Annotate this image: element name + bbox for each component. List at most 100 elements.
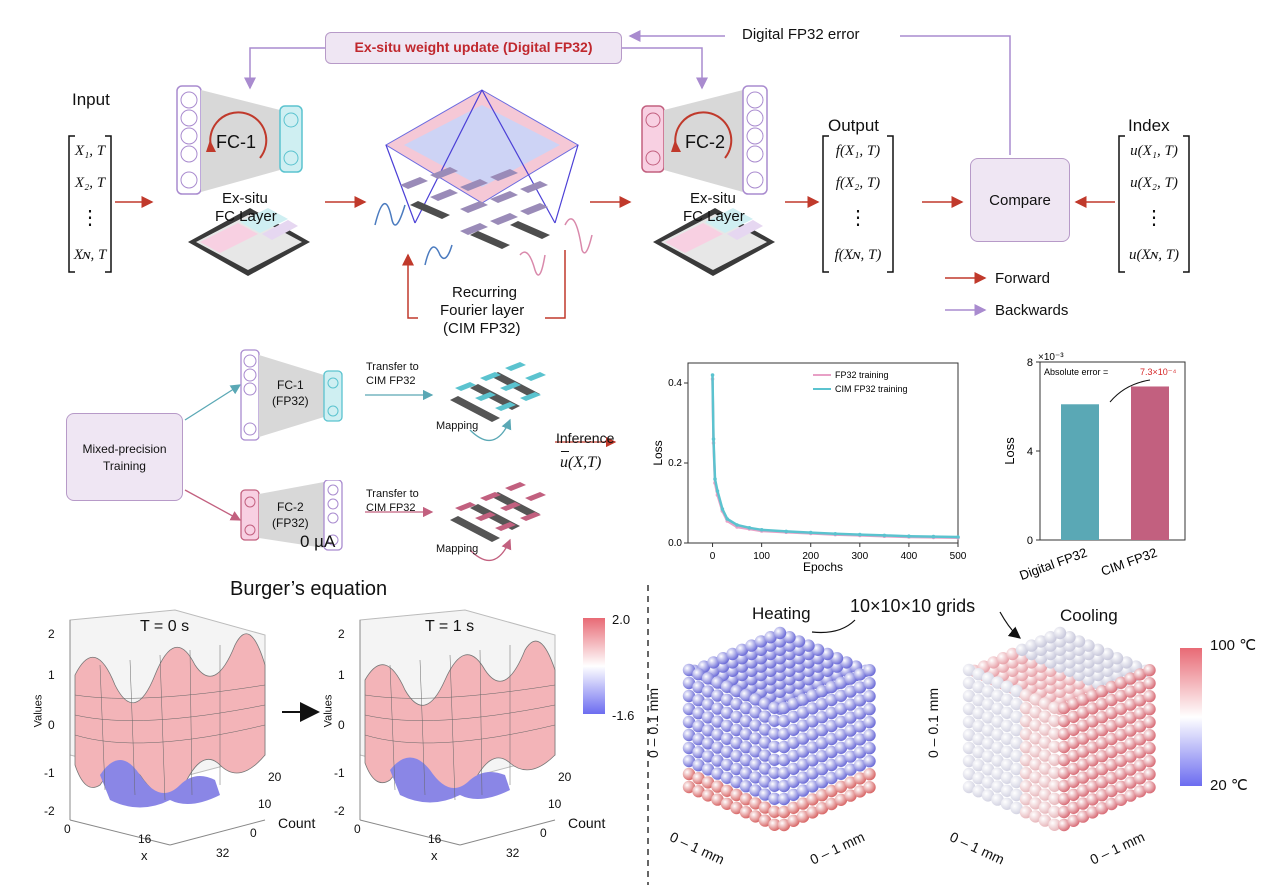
grid-sphere [730, 788, 743, 802]
grid-sphere [806, 741, 819, 754]
series-point [882, 533, 887, 538]
grid-sphere [1105, 706, 1118, 720]
grid-sphere [711, 676, 724, 689]
mixed-line2: Training [103, 459, 146, 473]
cool-z-label: 0 – 0.1 mm [925, 687, 942, 759]
fc2-fp32-block [240, 480, 343, 551]
grid-sphere [962, 663, 976, 677]
grid-sphere [1114, 767, 1128, 780]
grid-sphere [1000, 758, 1014, 771]
grid-sphere [806, 806, 819, 819]
grid-sphere [834, 780, 848, 793]
heat-z-label: 0 – 0.1 mm [645, 687, 662, 759]
cooling-cube [962, 626, 1156, 832]
index-entry: ⋮ [1144, 207, 1164, 229]
grid-sphere [1029, 810, 1042, 823]
grid-sphere [730, 684, 743, 698]
grid-sphere [1143, 781, 1156, 794]
grid-sphere [1019, 728, 1033, 741]
grid-sphere [1067, 723, 1080, 736]
grid-sphere [863, 664, 876, 677]
grid-sphere [720, 758, 734, 771]
grid-sphere [768, 805, 781, 818]
grid-sphere [701, 685, 715, 698]
grid-sphere [962, 715, 976, 729]
grid-sphere [806, 767, 819, 780]
grid-sphere [1048, 766, 1061, 779]
grid-sphere [1010, 762, 1023, 776]
grid-sphere [1000, 797, 1014, 810]
grid-sphere [844, 698, 857, 711]
grid-sphere [853, 759, 867, 772]
grid-sphere [1124, 711, 1137, 724]
grid-sphere [1133, 720, 1147, 733]
grid-sphere [972, 681, 985, 694]
grid-sphere [853, 733, 867, 746]
grid-sphere [834, 793, 848, 806]
grid-sphere [1057, 740, 1071, 754]
grid-sphere [720, 719, 734, 732]
grid-sphere [972, 772, 985, 785]
grid-sphere [758, 801, 772, 814]
grid-sphere [1143, 768, 1156, 781]
grid-sphere [853, 694, 867, 707]
ztick: -1 [44, 766, 55, 780]
grid-sphere [1000, 706, 1014, 719]
grid-sphere [863, 703, 876, 716]
grid-sphere [1105, 732, 1118, 746]
grid-sphere [773, 626, 787, 640]
grid-sphere [863, 768, 876, 781]
index-entry: u(X₁, T) [1130, 143, 1178, 159]
ztick: 1 [48, 668, 55, 682]
grid-sphere [981, 750, 995, 763]
ytick: 0 [250, 826, 257, 840]
grid-sphere [1143, 742, 1156, 755]
grid-sphere [716, 652, 730, 665]
grid-sphere [825, 693, 838, 707]
grid-sphere [1038, 814, 1052, 827]
y-tick-label: 0.2 [668, 458, 682, 469]
grid-sphere [701, 737, 715, 750]
grid-sphere [730, 801, 743, 815]
grid-sphere [758, 697, 772, 710]
grid-sphere [1124, 750, 1137, 763]
grid-sphere [1000, 771, 1014, 784]
compare-label: Compare [989, 192, 1051, 209]
ylabel: Count [278, 815, 316, 831]
grid-sphere [720, 784, 734, 797]
fc2-exsitu-line1: Ex-situ [690, 190, 736, 207]
grid-sphere [1143, 690, 1156, 703]
grid-sphere [853, 668, 867, 681]
index-entry: u(Xɴ, T) [1128, 247, 1180, 263]
grid-sphere [1082, 639, 1095, 652]
grid-sphere [1133, 668, 1147, 681]
grid-sphere [735, 643, 749, 656]
grid-sphere [707, 656, 720, 669]
grid-sphere [1057, 727, 1071, 741]
grid-sphere [711, 767, 724, 780]
weight-update-label: Ex-situ weight update (Digital FP32) [354, 39, 593, 55]
grid-sphere [692, 733, 705, 746]
grid-sphere [1000, 719, 1014, 732]
grid-sphere [1019, 780, 1033, 793]
cim-array-cyan [450, 362, 546, 422]
grid-sphere [853, 681, 867, 694]
grid-sphere [1048, 805, 1061, 818]
grid-sphere [749, 758, 762, 771]
grid-sphere [701, 711, 715, 724]
series-point [735, 523, 739, 527]
grid-sphere [844, 776, 857, 789]
grid-sphere [1025, 639, 1038, 652]
grid-sphere [1048, 701, 1061, 714]
grid-sphere [1143, 755, 1156, 768]
grid-sphere [1076, 693, 1090, 706]
grid-sphere [1067, 710, 1080, 723]
grid-sphere [1072, 635, 1086, 648]
error-label: Digital FP32 error [742, 26, 860, 43]
grid-sphere [1105, 680, 1118, 694]
fc1-exsitu-line2: FC Layer [215, 208, 277, 225]
grid-sphere [821, 647, 834, 661]
grid-sphere [701, 776, 715, 789]
grid-sphere [1143, 716, 1156, 729]
